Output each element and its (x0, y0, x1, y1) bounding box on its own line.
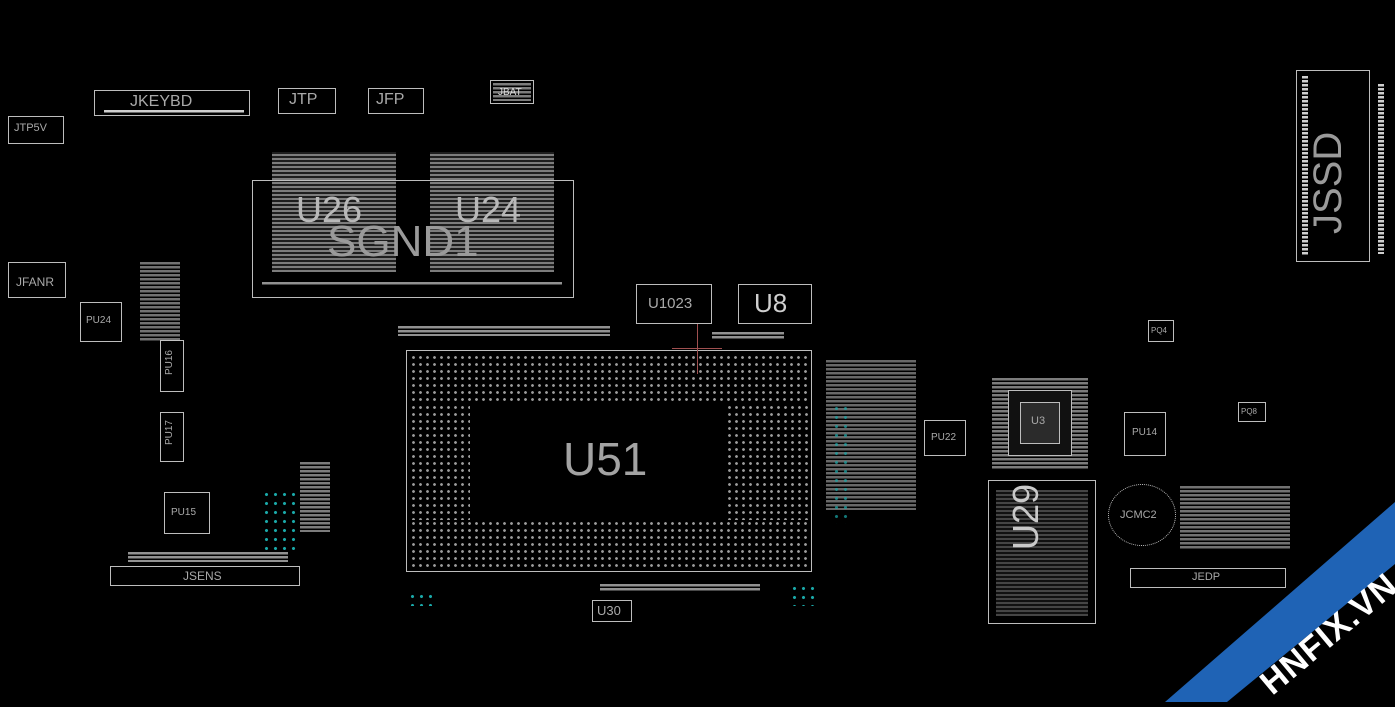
jfanr-connector (8, 262, 66, 298)
u26-pad-array (272, 152, 396, 272)
jcmc2-connector (1108, 484, 1176, 546)
sgnd1-outline (252, 180, 574, 298)
u51-ball-grid-right (726, 404, 808, 520)
via-group-left-bottom (408, 592, 432, 606)
right-component-cluster (1180, 486, 1290, 550)
pu22-chip (924, 420, 966, 456)
u24-pad-array (430, 152, 554, 272)
jbat-pads (493, 83, 531, 101)
pu16-label: PU16 (164, 350, 175, 376)
left-via-cluster (262, 490, 298, 550)
u1023-chip (636, 284, 712, 324)
via-group-center-bottom (790, 584, 818, 606)
jtp-connector (278, 88, 336, 114)
crosshair-cursor (697, 324, 698, 374)
crosshair-cursor-h (672, 348, 722, 349)
u24-label: U24 (455, 189, 522, 230)
left-component-cluster (140, 262, 180, 342)
jsens-connector (110, 566, 300, 586)
u51-label: U51 (563, 433, 648, 485)
u26-label: U26 (296, 189, 363, 230)
pq8-label: PQ8 (1241, 407, 1258, 416)
jssd-pads (1302, 76, 1308, 256)
pu24-chip (80, 302, 122, 342)
pq4-label: PQ4 (1151, 326, 1168, 335)
u51-ball-grid-bottom (410, 520, 808, 568)
u3-die (1020, 402, 1060, 444)
pu17-chip (160, 412, 184, 462)
sgnd1-label: SGND1 (327, 217, 479, 266)
jsens-label: JSENS (183, 569, 222, 583)
u30-top-pads (600, 584, 760, 592)
pu14-label: PU14 (1132, 427, 1158, 438)
u30-chip (592, 600, 632, 622)
pu15-chip (164, 492, 210, 534)
jfanr-label: JFANR (16, 275, 55, 289)
jssd-connector (1296, 70, 1370, 262)
pu15-label: PU15 (171, 507, 197, 518)
watermark-ribbon-icon (1165, 502, 1395, 702)
jtp-label: JTP (289, 91, 318, 108)
u3-label: U3 (1031, 415, 1046, 427)
u29-label: U29 (1005, 483, 1046, 550)
u29-pad-array (996, 490, 1088, 616)
u51-ball-grid-left (410, 404, 470, 520)
via-group-right (832, 404, 850, 524)
jtp5v-connector (8, 116, 64, 144)
jcmc2-label: JCMC2 (1120, 509, 1157, 521)
hnfix-watermark: HNFIX.VN (1165, 502, 1395, 702)
jfp-connector (368, 88, 424, 114)
jtp5v-label: JTP5V (14, 122, 48, 134)
pq8-chip (1238, 402, 1266, 422)
jbat-label: JBAT (498, 87, 522, 98)
sgnd1-bottom-pads (262, 282, 562, 286)
u8-label: U8 (754, 288, 788, 318)
pu22-label: PU22 (931, 432, 957, 443)
jkeybd-connector (94, 90, 250, 116)
jsens-pads (128, 552, 288, 562)
u8-chip (738, 284, 812, 324)
jssd-pads-right (1378, 84, 1384, 254)
pu15-side-components (300, 462, 330, 532)
u1023-bottom-pads (712, 332, 784, 340)
jssd-label: JSSD (1306, 131, 1350, 234)
u51-top-component-row (398, 326, 610, 336)
pq4-chip (1148, 320, 1174, 342)
pu17-label: PU17 (164, 420, 175, 446)
u51-ball-grid-top (410, 354, 808, 404)
u30-label: U30 (597, 603, 621, 618)
u51-cpu (406, 350, 812, 572)
jbat-connector (490, 80, 534, 104)
jkeybd-pads (104, 110, 244, 114)
u1023-label: U1023 (648, 295, 693, 312)
jedp-connector (1130, 568, 1286, 588)
pu24-label: PU24 (86, 315, 112, 326)
pu14-chip (1124, 412, 1166, 456)
jkeybd-label: JKEYBD (130, 93, 193, 110)
jedp-label: JEDP (1192, 571, 1221, 583)
jfp-label: JFP (376, 91, 405, 108)
u29-outline (988, 480, 1096, 624)
